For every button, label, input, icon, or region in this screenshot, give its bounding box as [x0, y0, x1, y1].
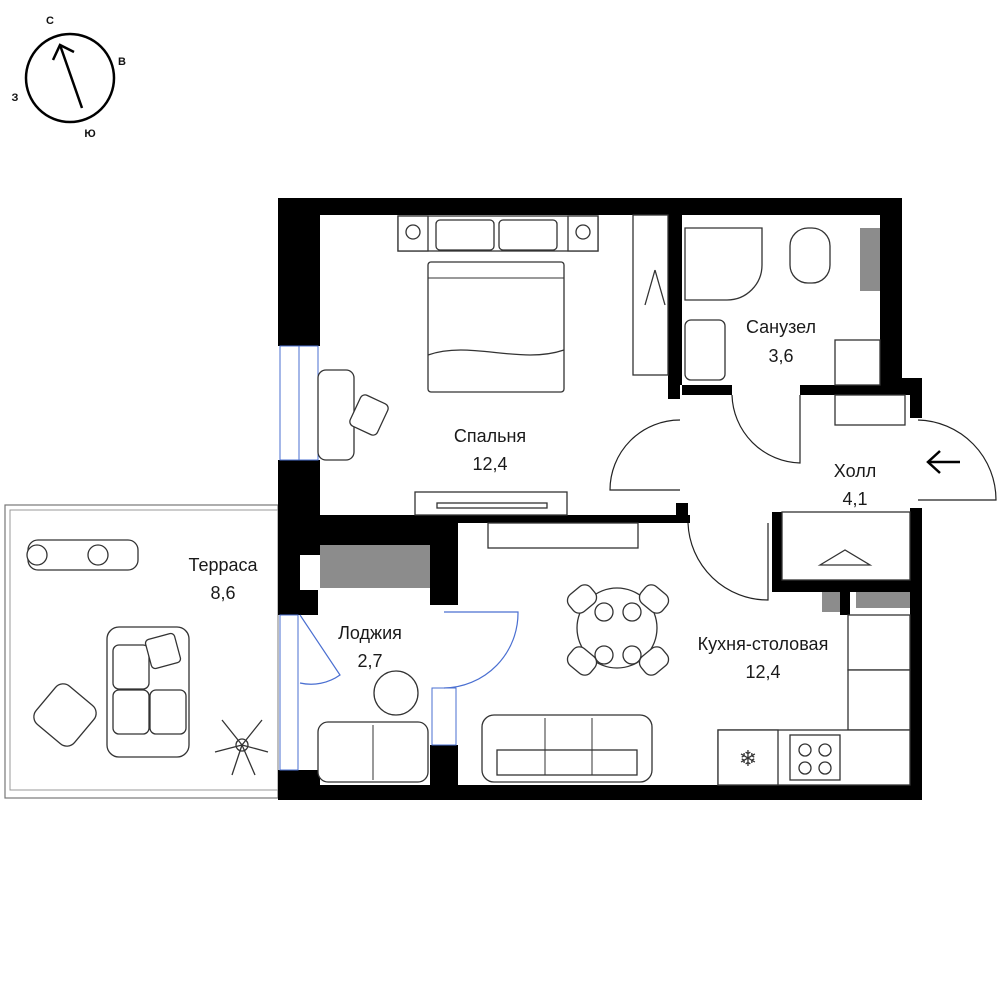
snowflake-icon: ❄ [739, 746, 757, 771]
hanger-icon [644, 269, 666, 306]
lamp-icon [575, 224, 591, 240]
room-name: Санузел [746, 317, 816, 337]
tv-unit [487, 522, 639, 549]
coffee-table [373, 670, 419, 716]
terrace [4, 504, 279, 799]
stove [789, 734, 841, 781]
dishwasher [847, 614, 911, 671]
lamp-icon [405, 224, 421, 240]
terrace-sofa [106, 626, 190, 758]
loggia-kitchen-window[interactable] [431, 687, 457, 746]
hanger-icon [817, 549, 873, 566]
room-area: 12,4 [472, 454, 507, 474]
exercise-bike-icon [26, 539, 139, 571]
walls [278, 198, 922, 800]
kitchen-furniture: ❄ [481, 522, 911, 786]
room-name: Лоджия [338, 623, 402, 643]
compass-north: С [46, 15, 54, 27]
room-name: Холл [834, 461, 876, 481]
compass: С В З Ю [12, 15, 126, 140]
loggia-door[interactable] [443, 611, 519, 689]
bathroom-door[interactable] [731, 394, 801, 464]
fridge [717, 729, 779, 786]
room-name: Терраса [188, 555, 258, 575]
loggia-window[interactable] [279, 614, 299, 771]
entrance-door[interactable] [917, 419, 997, 501]
bedroom-furniture [317, 214, 669, 516]
hall-wardrobe [781, 511, 911, 581]
kitchen-sink [847, 669, 911, 731]
loggia-window-sash[interactable] [299, 614, 341, 685]
compass-arrow-icon [58, 44, 84, 109]
room-name: Спальня [454, 426, 526, 446]
plant-icon [214, 719, 269, 776]
room-area: 8,6 [210, 583, 235, 603]
kitchen-door[interactable] [687, 522, 769, 601]
shoe-rack [834, 394, 906, 426]
room-name: Кухня-столовая [698, 634, 829, 654]
room-area: 3,6 [768, 346, 793, 366]
terrace-armchair [33, 683, 97, 747]
desk [317, 369, 355, 461]
entrance-arrow-icon [926, 450, 960, 474]
room-area: 12,4 [745, 662, 780, 682]
desk-chair [349, 394, 389, 436]
bedroom-door[interactable] [609, 419, 681, 491]
room-area: 4,1 [842, 489, 867, 509]
toilet [789, 227, 831, 284]
shower [684, 227, 763, 301]
compass-west: З [12, 92, 19, 104]
room-area: 2,7 [357, 651, 382, 671]
compass-south: Ю [84, 128, 95, 140]
room-labels: Спальня 12,4 Санузел 3,6 Холл 4,1 Кухня-… [188, 317, 876, 682]
washing-machine [834, 339, 881, 386]
compass-east: В [118, 56, 126, 68]
sink [684, 319, 726, 381]
doors[interactable] [299, 394, 997, 689]
bed [427, 261, 565, 393]
loggia-furniture [317, 670, 429, 783]
bathroom-furniture [684, 227, 906, 426]
